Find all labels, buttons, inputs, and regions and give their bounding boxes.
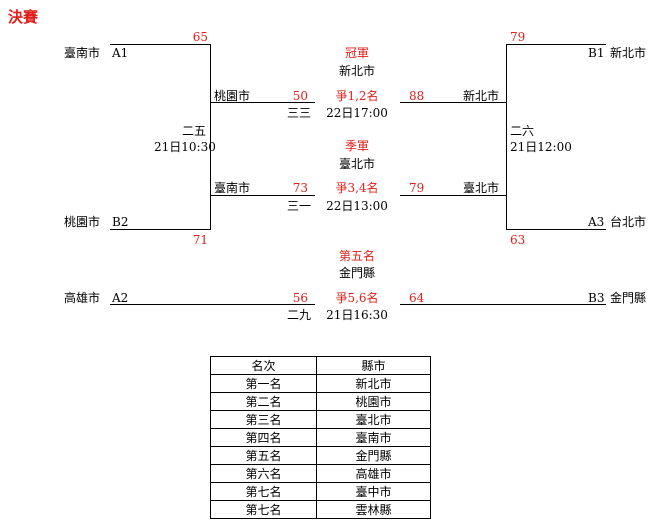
champion-label: 冠軍 bbox=[344, 46, 369, 60]
rank-cell: 第一名 bbox=[210, 374, 317, 393]
ranking-header-city: 縣市 bbox=[316, 356, 431, 375]
fifth-team: 金門縣 bbox=[338, 266, 375, 280]
third-label: 季軍 bbox=[344, 139, 369, 153]
f12-right-line bbox=[400, 102, 506, 103]
table-row: 第一名新北市 bbox=[210, 374, 431, 393]
score-b1: 79 bbox=[510, 30, 526, 44]
final12-label: 爭1,2名 bbox=[335, 89, 379, 103]
team-b1: 新北市 bbox=[610, 46, 647, 60]
f12-left-game: 三三 bbox=[287, 106, 312, 120]
f56-left-game: 二九 bbox=[287, 308, 312, 322]
seed-a2: A2 bbox=[112, 291, 129, 305]
team-b3: 金門縣 bbox=[610, 291, 647, 305]
final34-label: 爭3,4名 bbox=[335, 181, 379, 195]
rank-cell: 第五名 bbox=[210, 446, 317, 465]
semi-right-game: 二六 bbox=[510, 124, 535, 138]
rank-cell: 第二名 bbox=[210, 392, 317, 411]
semi-right-time: 21日12:00 bbox=[510, 140, 572, 154]
city-cell: 臺北市 bbox=[316, 410, 431, 429]
score-a3: 63 bbox=[510, 233, 526, 247]
line-a3 bbox=[506, 229, 606, 230]
f12-left-team: 桃園市 bbox=[214, 89, 251, 103]
semi-right-connector bbox=[506, 44, 507, 230]
page-title: 決賽 bbox=[8, 8, 39, 26]
f34-left-team: 臺南市 bbox=[214, 181, 251, 195]
f56-left-line bbox=[110, 304, 315, 305]
seed-b3: B3 bbox=[588, 291, 605, 305]
team-b2: 桃園市 bbox=[64, 215, 101, 229]
table-row: 第五名金門縣 bbox=[210, 446, 431, 465]
team-a2: 高雄市 bbox=[64, 291, 101, 305]
ranking-table: 名次 縣市 第一名新北市 第二名桃園市 第三名臺北市 第四名臺南市 第五名金門縣… bbox=[210, 356, 431, 519]
line-b1 bbox=[506, 44, 606, 45]
final12-time: 22日17:00 bbox=[326, 106, 388, 120]
champion-team: 新北市 bbox=[338, 64, 375, 78]
city-cell: 桃園市 bbox=[316, 392, 431, 411]
ranking-header-rank: 名次 bbox=[210, 356, 317, 375]
score-b2: 71 bbox=[192, 233, 208, 247]
city-cell: 臺中市 bbox=[316, 482, 431, 501]
f12-left-score: 50 bbox=[292, 89, 308, 103]
city-cell: 雲林縣 bbox=[316, 500, 431, 519]
semi-left-time: 21日10:30 bbox=[154, 140, 216, 154]
line-b2 bbox=[110, 229, 210, 230]
third-team: 臺北市 bbox=[338, 157, 375, 171]
table-row: 第四名臺南市 bbox=[210, 428, 431, 447]
f12-left-line bbox=[210, 102, 315, 103]
team-a1: 臺南市 bbox=[64, 46, 101, 60]
table-row: 第七名雲林縣 bbox=[210, 500, 431, 519]
f34-right-team: 臺北市 bbox=[463, 181, 500, 195]
rank-cell: 第四名 bbox=[210, 428, 317, 447]
city-cell: 新北市 bbox=[316, 374, 431, 393]
f56-right-score: 64 bbox=[409, 291, 425, 305]
rank-cell: 第三名 bbox=[210, 410, 317, 429]
f34-left-game: 三一 bbox=[287, 199, 312, 213]
city-cell: 高雄市 bbox=[316, 464, 431, 483]
table-row: 第二名桃園市 bbox=[210, 392, 431, 411]
line-a1 bbox=[110, 44, 210, 45]
table-row: 第三名臺北市 bbox=[210, 410, 431, 429]
rank-cell: 第七名 bbox=[210, 482, 317, 501]
f34-left-score: 73 bbox=[292, 181, 308, 195]
f34-right-score: 79 bbox=[409, 181, 425, 195]
f56-left-score: 56 bbox=[292, 291, 308, 305]
table-row: 第七名臺中市 bbox=[210, 482, 431, 501]
final34-time: 22日13:00 bbox=[326, 199, 388, 213]
ranking-header-row: 名次 縣市 bbox=[210, 356, 431, 375]
f12-right-score: 88 bbox=[409, 89, 425, 103]
seed-a1: A1 bbox=[112, 46, 129, 60]
seed-b1: B1 bbox=[588, 46, 605, 60]
f12-right-team: 新北市 bbox=[463, 89, 500, 103]
team-a3: 台北市 bbox=[610, 215, 647, 229]
semi-left-game: 二五 bbox=[182, 124, 207, 138]
city-cell: 金門縣 bbox=[316, 446, 431, 465]
seed-a3: A3 bbox=[588, 215, 605, 229]
semi-left-connector bbox=[210, 44, 211, 230]
score-a1: 65 bbox=[192, 30, 208, 44]
fifth-label: 第五名 bbox=[338, 249, 375, 263]
rank-cell: 第七名 bbox=[210, 500, 317, 519]
final56-time: 21日16:30 bbox=[326, 308, 388, 322]
final56-label: 爭5,6名 bbox=[335, 291, 379, 305]
seed-b2: B2 bbox=[112, 215, 129, 229]
city-cell: 臺南市 bbox=[316, 428, 431, 447]
f56-right-line bbox=[400, 304, 606, 305]
table-row: 第六名高雄市 bbox=[210, 464, 431, 483]
rank-cell: 第六名 bbox=[210, 464, 317, 483]
f34-left-line bbox=[210, 195, 315, 196]
f34-right-line bbox=[400, 195, 506, 196]
